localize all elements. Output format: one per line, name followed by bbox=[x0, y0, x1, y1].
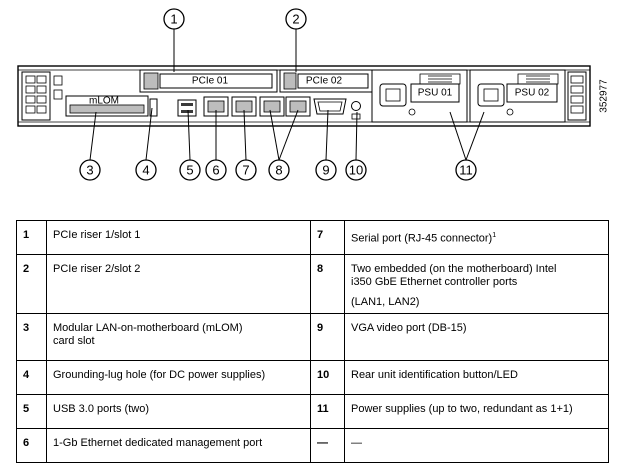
usb-ports bbox=[177, 99, 197, 117]
callout-1: 1 bbox=[163, 8, 185, 30]
mlom-label: mLOM bbox=[89, 96, 119, 107]
legend-number: 5 bbox=[16, 394, 47, 429]
pcie-riser-2: PCIe 02 bbox=[279, 69, 373, 93]
legend-row: 5 USB 3.0 ports (two) 11 Power supplies … bbox=[16, 394, 609, 429]
callout-8: 8 bbox=[268, 159, 290, 181]
legend-row: 6 1-Gb Ethernet dedicated management por… bbox=[16, 428, 609, 463]
legend-description: PCIe riser 1/slot 1 bbox=[46, 220, 311, 255]
footnote-marker: 1 bbox=[492, 232, 497, 239]
legend-description: Grounding-lug hole (for DC power supplie… bbox=[46, 360, 311, 395]
callout-3: 3 bbox=[79, 159, 101, 181]
svg-text:7: 7 bbox=[242, 163, 249, 178]
legend-number: 9 bbox=[310, 313, 345, 361]
svg-text:10: 10 bbox=[349, 163, 363, 178]
right-vent-block bbox=[567, 71, 587, 121]
pcie-02-label: PCIe 02 bbox=[306, 76, 343, 87]
leader-lines bbox=[89, 29, 485, 161]
legend-number: 6 bbox=[16, 428, 47, 463]
psu-02-label: PSU 02 bbox=[515, 88, 550, 99]
legend-description: Rear unit identification button/LED bbox=[344, 360, 609, 395]
svg-text:4: 4 bbox=[142, 163, 149, 178]
server-rear-panel-diagram: PCIe 01 PCIe 02 mLOM bbox=[17, 8, 610, 181]
legend-number: — bbox=[310, 428, 345, 463]
lan-ports bbox=[259, 96, 311, 117]
callout-10: 10 bbox=[345, 159, 367, 181]
grounding-lug-hole bbox=[149, 98, 158, 117]
legend-number: 8 bbox=[310, 254, 345, 314]
left-vent-block bbox=[21, 71, 63, 121]
psu-1: PSU 01 bbox=[371, 69, 468, 123]
legend-number: 3 bbox=[16, 313, 47, 361]
svg-text:3: 3 bbox=[86, 163, 93, 178]
callout-2: 2 bbox=[285, 8, 307, 30]
psu-2: PSU 02 bbox=[469, 69, 566, 123]
svg-text:11: 11 bbox=[459, 163, 473, 178]
legend-number: 7 bbox=[310, 220, 345, 255]
pcie-riser-1: PCIe 01 bbox=[139, 69, 278, 93]
legend-description: 1-Gb Ethernet dedicated management port bbox=[46, 428, 311, 463]
svg-text:2: 2 bbox=[292, 12, 299, 27]
callout-4: 4 bbox=[135, 159, 157, 181]
svg-text:9: 9 bbox=[322, 163, 329, 178]
legend-row: 1 PCIe riser 1/slot 1 7 Serial port (RJ-… bbox=[16, 220, 609, 255]
svg-text:1: 1 bbox=[170, 12, 177, 27]
legend-description: Power supplies (up to two, redundant as … bbox=[344, 394, 609, 429]
figure-id: 352977 bbox=[599, 79, 610, 113]
legend-number: 10 bbox=[310, 360, 345, 395]
legend-description: Modular LAN-on-motherboard (mLOM)card sl… bbox=[46, 313, 311, 361]
legend-number: 1 bbox=[16, 220, 47, 255]
svg-text:8: 8 bbox=[275, 163, 282, 178]
mlom-slot: mLOM bbox=[65, 95, 149, 117]
callout-6: 6 bbox=[205, 159, 227, 181]
callout-5: 5 bbox=[179, 159, 201, 181]
callout-11: 11 bbox=[455, 159, 477, 181]
legend-description: — bbox=[344, 428, 609, 463]
legend-row: 3 Modular LAN-on-motherboard (mLOM)card … bbox=[16, 313, 609, 361]
callout-7: 7 bbox=[235, 159, 257, 181]
callout-9: 9 bbox=[315, 159, 337, 181]
legend-table: 1 PCIe riser 1/slot 1 7 Serial port (RJ-… bbox=[16, 220, 609, 463]
legend-description: VGA video port (DB-15) bbox=[344, 313, 609, 361]
svg-text:5: 5 bbox=[186, 163, 193, 178]
legend-row: 4 Grounding-lug hole (for DC power suppl… bbox=[16, 360, 609, 395]
psu-01-label: PSU 01 bbox=[418, 88, 453, 99]
pcie-01-label: PCIe 01 bbox=[192, 76, 229, 87]
unit-id-button bbox=[351, 101, 361, 120]
legend-description: USB 3.0 ports (two) bbox=[46, 394, 311, 429]
legend-description: Serial port (RJ-45 connector)1 bbox=[344, 220, 609, 255]
legend-number: 2 bbox=[16, 254, 47, 314]
svg-text:6: 6 bbox=[212, 163, 219, 178]
legend-description: PCIe riser 2/slot 2 bbox=[46, 254, 311, 314]
legend-number: 11 bbox=[310, 394, 345, 429]
legend-row: 2 PCIe riser 2/slot 2 8 Two embedded (on… bbox=[16, 254, 609, 314]
vga-port bbox=[313, 98, 347, 115]
legend-number: 4 bbox=[16, 360, 47, 395]
